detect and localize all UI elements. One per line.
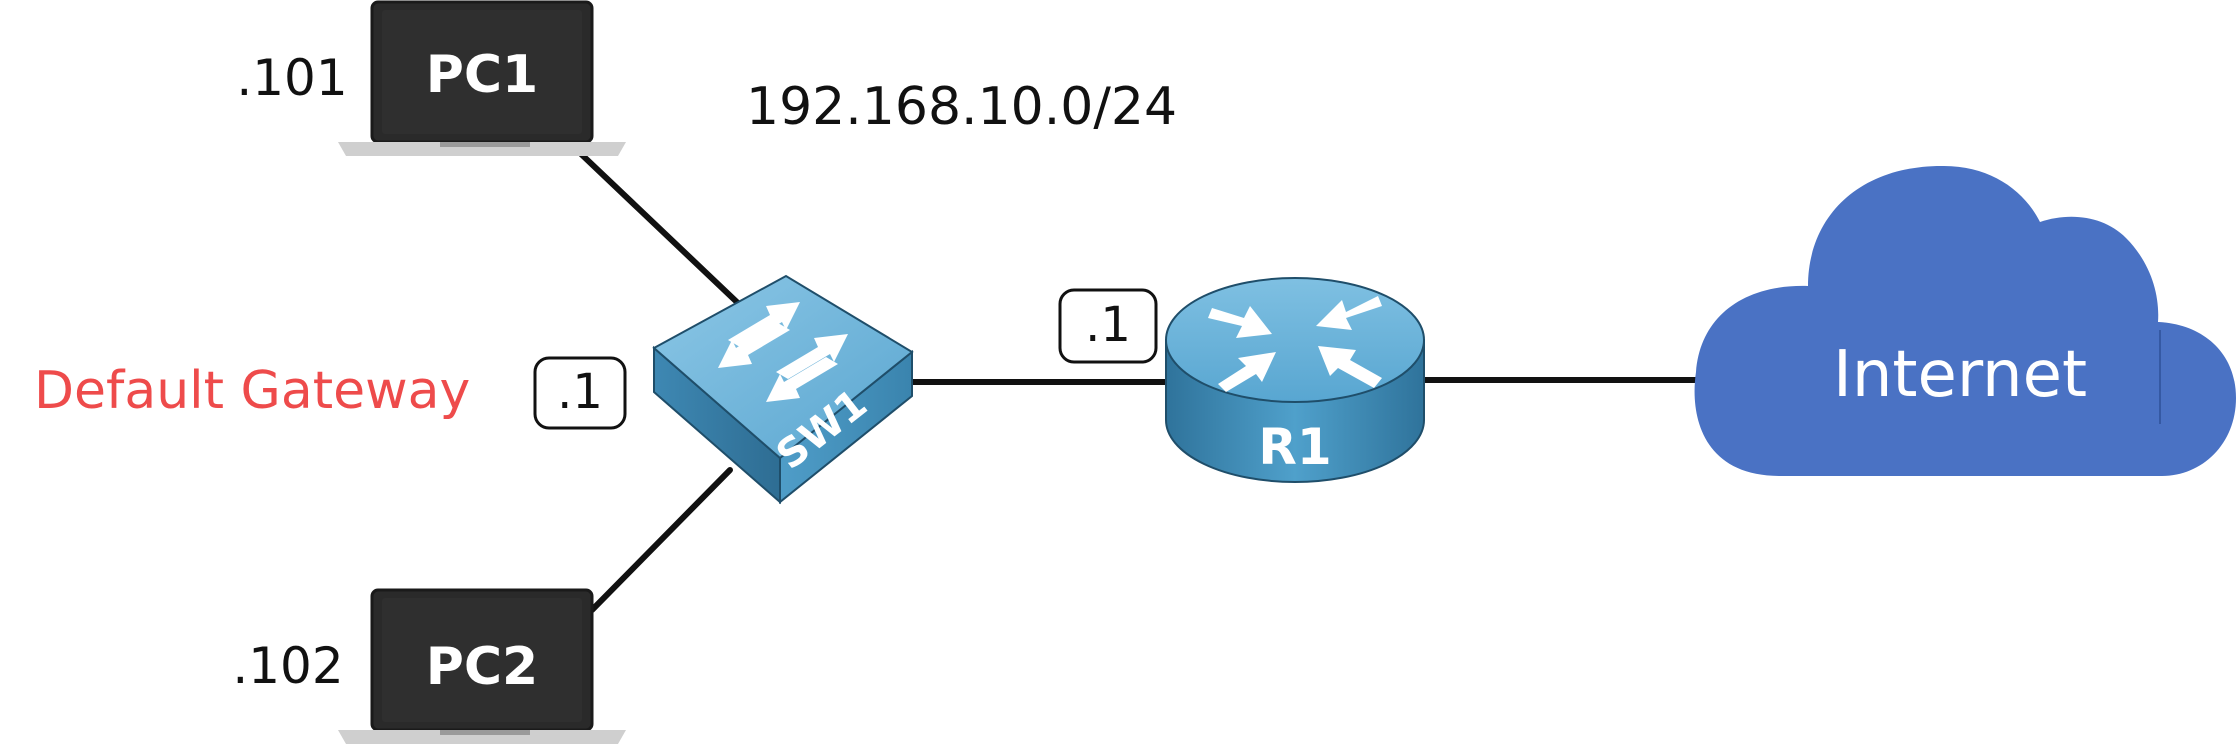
links bbox=[577, 150, 1699, 613]
r1-name: R1 bbox=[1258, 418, 1331, 476]
r1-ip-label: .1 bbox=[1085, 297, 1131, 353]
link-pc2-sw1 bbox=[589, 467, 733, 613]
default-gateway-label: Default Gateway bbox=[34, 361, 470, 421]
sw1-ip-label: .1 bbox=[557, 364, 603, 420]
r1-ip-badge: .1 bbox=[1058, 288, 1158, 364]
sw1-ip-badge: .1 bbox=[533, 356, 627, 430]
switch-arrows-icon bbox=[718, 302, 848, 402]
network-label: 192.168.10.0/24 bbox=[746, 77, 1177, 137]
r1-router[interactable]: R1 bbox=[1165, 277, 1425, 483]
pc1-ip-label: .101 bbox=[236, 49, 347, 107]
pc2-laptop[interactable]: PC2 bbox=[338, 588, 626, 744]
router-arrows-icon bbox=[1208, 296, 1382, 392]
pc2-ip-label: .102 bbox=[232, 637, 343, 695]
link-pc1-sw1 bbox=[577, 150, 743, 308]
pc1-laptop[interactable]: PC1 bbox=[338, 0, 626, 156]
pc1-name: PC1 bbox=[426, 45, 538, 105]
internet-cloud[interactable]: Internet bbox=[1694, 165, 2236, 476]
cloud-icon bbox=[1694, 165, 2236, 476]
sw1-switch[interactable]: SW1 bbox=[652, 274, 914, 505]
pc2-name: PC2 bbox=[426, 637, 538, 697]
internet-label: Internet bbox=[1833, 338, 2087, 412]
